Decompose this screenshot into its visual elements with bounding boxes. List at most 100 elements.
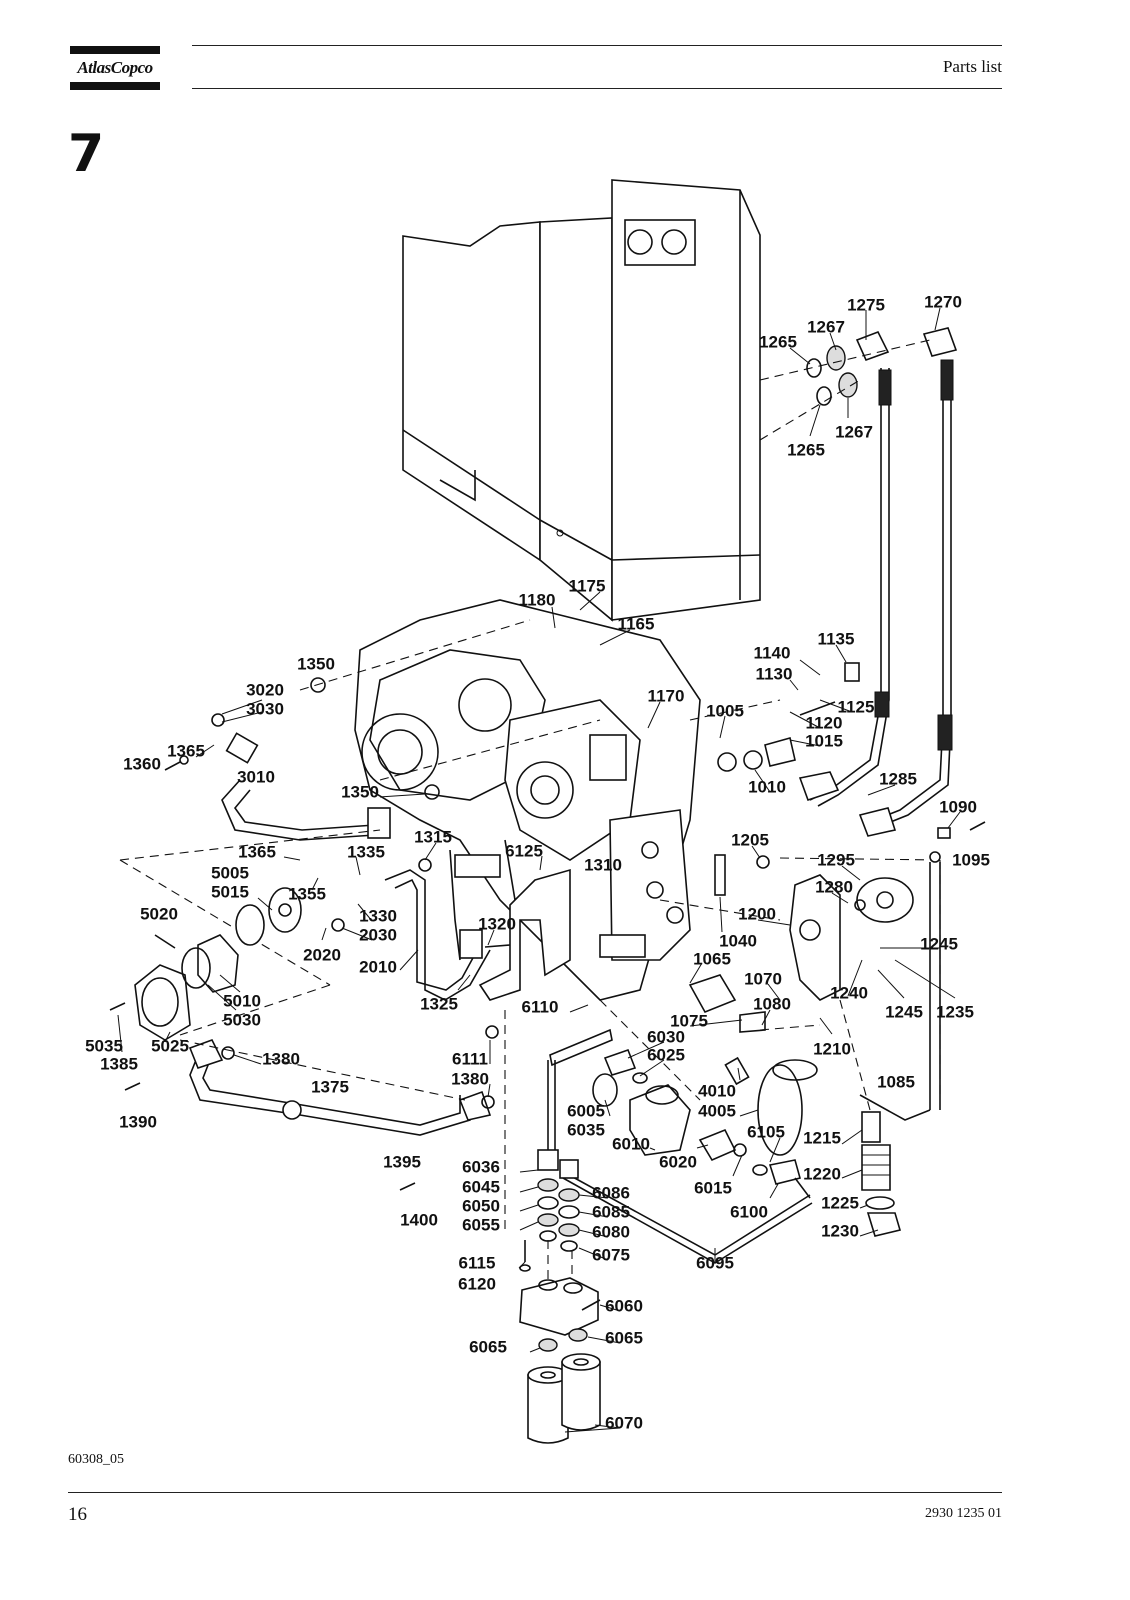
part-label-1170: 1170: [648, 686, 685, 705]
part-label-6036: 6036: [462, 1157, 500, 1176]
part-label-1375: 1375: [311, 1077, 349, 1096]
part-label-1285: 1285: [879, 769, 917, 788]
part-label-6065: 6065: [469, 1337, 507, 1356]
part-label-1135: 1135: [818, 629, 855, 648]
part-label-1240: 1240: [830, 983, 868, 1002]
part-label-1380: 1380: [262, 1049, 300, 1068]
part-label-1385: 1385: [100, 1054, 138, 1073]
part-label-6015: 6015: [694, 1178, 732, 1197]
part-label-1267: 1267: [807, 317, 845, 336]
part-label-1130: 1130: [756, 664, 793, 683]
part-label-5030: 5030: [223, 1010, 261, 1029]
part-label-6085: 6085: [592, 1202, 630, 1221]
part-label-2010: 2010: [359, 957, 397, 976]
part-label-1120: 1120: [806, 713, 843, 732]
document-number: 2930 1235 01: [925, 1506, 1002, 1521]
part-label-1070: 1070: [744, 969, 782, 988]
section-number: 7: [68, 124, 105, 184]
part-label-5010: 5010: [223, 991, 261, 1010]
footer-rule: [68, 1492, 1002, 1493]
part-label-1215: 1215: [803, 1128, 841, 1147]
part-label-6060: 6060: [605, 1296, 643, 1315]
part-label-6105: 6105: [747, 1122, 785, 1141]
part-label-1245: 1245: [920, 934, 958, 953]
part-label-1005: 1005: [706, 701, 744, 720]
part-label-3030: 3030: [246, 699, 284, 718]
part-label-3010: 3010: [237, 767, 275, 786]
part-label-1080: 1080: [753, 994, 791, 1013]
page-title: Parts list: [942, 57, 1002, 76]
part-label-3020: 3020: [246, 680, 284, 699]
part-label-5005: 5005: [211, 863, 249, 882]
part-label-1040: 1040: [719, 931, 757, 950]
part-label-6120: 6120: [458, 1274, 496, 1293]
part-label-6010: 6010: [612, 1134, 650, 1153]
part-label-6035: 6035: [567, 1120, 605, 1139]
part-label-6095: 6095: [696, 1253, 734, 1272]
part-label-6075: 6075: [592, 1245, 630, 1264]
part-label-1280: 1280: [815, 877, 853, 896]
part-label-1267: 1267: [835, 422, 873, 441]
part-label-4005: 4005: [698, 1101, 736, 1120]
atlas-copco-logo: AtlasCopco: [70, 46, 160, 90]
part-label-1125: 1125: [838, 697, 875, 716]
part-label-1390: 1390: [119, 1112, 157, 1131]
part-label-6080: 6080: [592, 1222, 630, 1241]
part-label-1220: 1220: [803, 1164, 841, 1183]
part-label-2020: 2020: [303, 945, 341, 964]
leader-lines: [117, 307, 961, 1433]
part-label-1200: 1200: [738, 904, 776, 923]
logo-bar-top: [70, 46, 160, 54]
part-label-1235: 1235: [936, 1002, 974, 1021]
part-label-1210: 1210: [813, 1039, 851, 1058]
part-label-4010: 4010: [698, 1081, 736, 1100]
part-label-1350: 1350: [341, 782, 379, 801]
part-label-1265: 1265: [759, 332, 797, 351]
part-label-1075: 1075: [670, 1011, 708, 1030]
header-rule-bottom: [192, 88, 1002, 89]
part-label-1395: 1395: [383, 1152, 421, 1171]
part-label-2030: 2030: [359, 925, 397, 944]
part-label-1295: 1295: [817, 850, 855, 869]
part-label-6070: 6070: [605, 1413, 643, 1432]
part-label-1365: 1365: [167, 741, 205, 760]
part-label-6005: 6005: [567, 1101, 605, 1120]
logo-text: AtlasCopco: [77, 58, 153, 77]
part-label-6025: 6025: [647, 1045, 685, 1064]
page-number: 16: [68, 1504, 87, 1525]
part-label-6020: 6020: [659, 1152, 697, 1171]
diagram-artwork: [109, 179, 986, 1444]
part-label-1175: 1175: [569, 576, 606, 595]
part-label-1090: 1090: [939, 797, 977, 816]
part-label-1140: 1140: [754, 643, 791, 662]
part-label-1095: 1095: [952, 850, 990, 869]
part-label-1165: 1165: [618, 614, 655, 633]
part-label-1320: 1320: [478, 914, 516, 933]
part-label-1365: 1365: [238, 842, 276, 861]
part-label-5020: 5020: [140, 904, 178, 923]
part-label-1325: 1325: [420, 994, 458, 1013]
part-label-1275: 1275: [847, 295, 885, 314]
part-label-1225: 1225: [821, 1193, 859, 1212]
header-rule-top: [192, 45, 1002, 46]
part-label-1355: 1355: [288, 884, 326, 903]
part-label-1400: 1400: [400, 1210, 438, 1229]
part-label-6111: 6111: [452, 1049, 488, 1068]
part-label-5015: 5015: [211, 882, 249, 901]
part-label-6045: 6045: [462, 1177, 500, 1196]
part-label-1310: 1310: [584, 855, 622, 874]
part-label-6125: 6125: [505, 841, 543, 860]
part-label-6050: 6050: [462, 1196, 500, 1215]
part-label-1010: 1010: [748, 777, 786, 796]
part-label-1350: 1350: [297, 654, 335, 673]
logo-bar-bottom: [70, 82, 160, 90]
part-label-1315: 1315: [414, 827, 452, 846]
part-label-1270: 1270: [924, 292, 962, 311]
part-label-1180: 1180: [519, 590, 556, 609]
part-label-6100: 6100: [730, 1202, 768, 1221]
figure-code: 60308_05: [68, 1452, 124, 1467]
part-label-1205: 1205: [731, 830, 769, 849]
part-label-5025: 5025: [151, 1036, 189, 1055]
